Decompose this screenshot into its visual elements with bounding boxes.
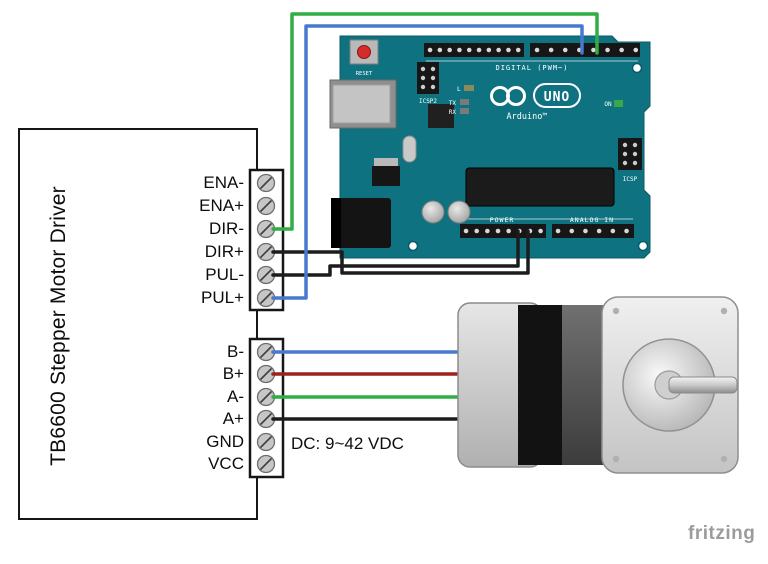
uno-badge — [533, 83, 581, 108]
icsp2-label: ICSP2 — [419, 98, 437, 105]
terminal-label-a-minus: A- — [227, 387, 244, 406]
arduino-brand-label: Arduino™ — [507, 112, 548, 122]
stepper-motor — [457, 296, 739, 474]
tx-led — [460, 99, 469, 105]
digital-label: DIGITAL (PWM~) — [495, 64, 568, 72]
analog-in-label: ANALOG IN — [570, 216, 614, 224]
chip-small — [428, 104, 454, 128]
fritzing-watermark: fritzing — [688, 523, 756, 544]
tx-led-label: TX — [449, 100, 457, 107]
terminal-label-dir-plus: DIR+ — [204, 242, 244, 261]
screw-terminal-icon — [256, 454, 276, 474]
terminal-label-pul-minus: PUL- — [205, 265, 244, 284]
terminal-label-dir-minus: DIR- — [209, 219, 244, 238]
control-wires — [271, 12, 599, 300]
mcu-chip — [465, 167, 615, 207]
on-label: ON — [604, 101, 612, 108]
mounting-hole — [631, 62, 643, 74]
power-led — [614, 100, 623, 107]
mounting-hole — [407, 240, 419, 252]
power-terminal-block — [248, 337, 285, 479]
terminal-label-ena-plus: ENA+ — [199, 196, 244, 215]
usb-connector — [329, 79, 397, 129]
screw-terminal-icon — [256, 196, 276, 216]
terminal-label-vcc: VCC — [208, 454, 244, 473]
screw-terminal-icon — [256, 387, 276, 407]
wire-dir-minus-signal — [271, 12, 599, 231]
terminal-label-pul-plus: PUL+ — [201, 288, 244, 307]
screw-terminal-icon — [256, 173, 276, 193]
power-pins-label: POWER — [490, 216, 515, 224]
icsp2-header — [417, 62, 439, 94]
wire-dir-plus-gnd — [271, 229, 530, 275]
motor-body-black — [518, 305, 568, 465]
icsp-label: ICSP — [623, 176, 638, 183]
screw-terminal-icon — [256, 288, 276, 308]
capacitor — [447, 200, 471, 224]
power-header — [460, 224, 546, 238]
reset-label: RESET — [356, 71, 373, 77]
wire-pul-minus-gnd — [271, 229, 520, 277]
reset-button — [349, 39, 379, 65]
motor-corner-screw — [612, 455, 620, 463]
tb6600-driver-box — [18, 128, 258, 520]
motor-shaft — [668, 376, 738, 394]
arduino-infinity-logo-icon — [490, 86, 526, 106]
regulator-tab — [374, 158, 398, 166]
motor-corner-screw — [612, 307, 620, 315]
analog-header — [552, 224, 634, 238]
terminal-label-b-plus: B+ — [222, 364, 244, 383]
rx-led — [460, 108, 469, 114]
screw-terminal-icon — [256, 432, 276, 452]
power-jack — [331, 198, 391, 248]
terminal-label-b-minus: B- — [227, 342, 244, 361]
arduino-uno-board: RESET ICSP2 — [329, 35, 651, 259]
capacitor — [421, 200, 445, 224]
control-terminal-block — [248, 168, 285, 312]
icsp-header — [618, 138, 642, 170]
motor-body-gray — [562, 305, 608, 465]
uno-label: UNO — [544, 90, 570, 105]
crystal — [402, 135, 417, 163]
voltage-regulator — [372, 166, 400, 186]
power-note: DC: 9~42 VDC — [291, 434, 404, 453]
wire-pul-plus-signal — [271, 24, 584, 300]
terminal-label-ena-minus: ENA- — [203, 173, 244, 192]
mounting-hole — [637, 240, 649, 252]
motor-corner-screw — [720, 455, 728, 463]
motor-corner-screw — [720, 307, 728, 315]
digital-header-left — [424, 43, 524, 57]
screw-terminal-icon — [256, 342, 276, 362]
l-led-label: L — [457, 85, 461, 93]
rx-led-label: RX — [449, 109, 457, 116]
terminal-label-gnd: GND — [206, 432, 244, 451]
terminal-label-a-plus: A+ — [222, 409, 244, 428]
l-led — [464, 85, 474, 91]
digital-header-right — [530, 43, 640, 57]
